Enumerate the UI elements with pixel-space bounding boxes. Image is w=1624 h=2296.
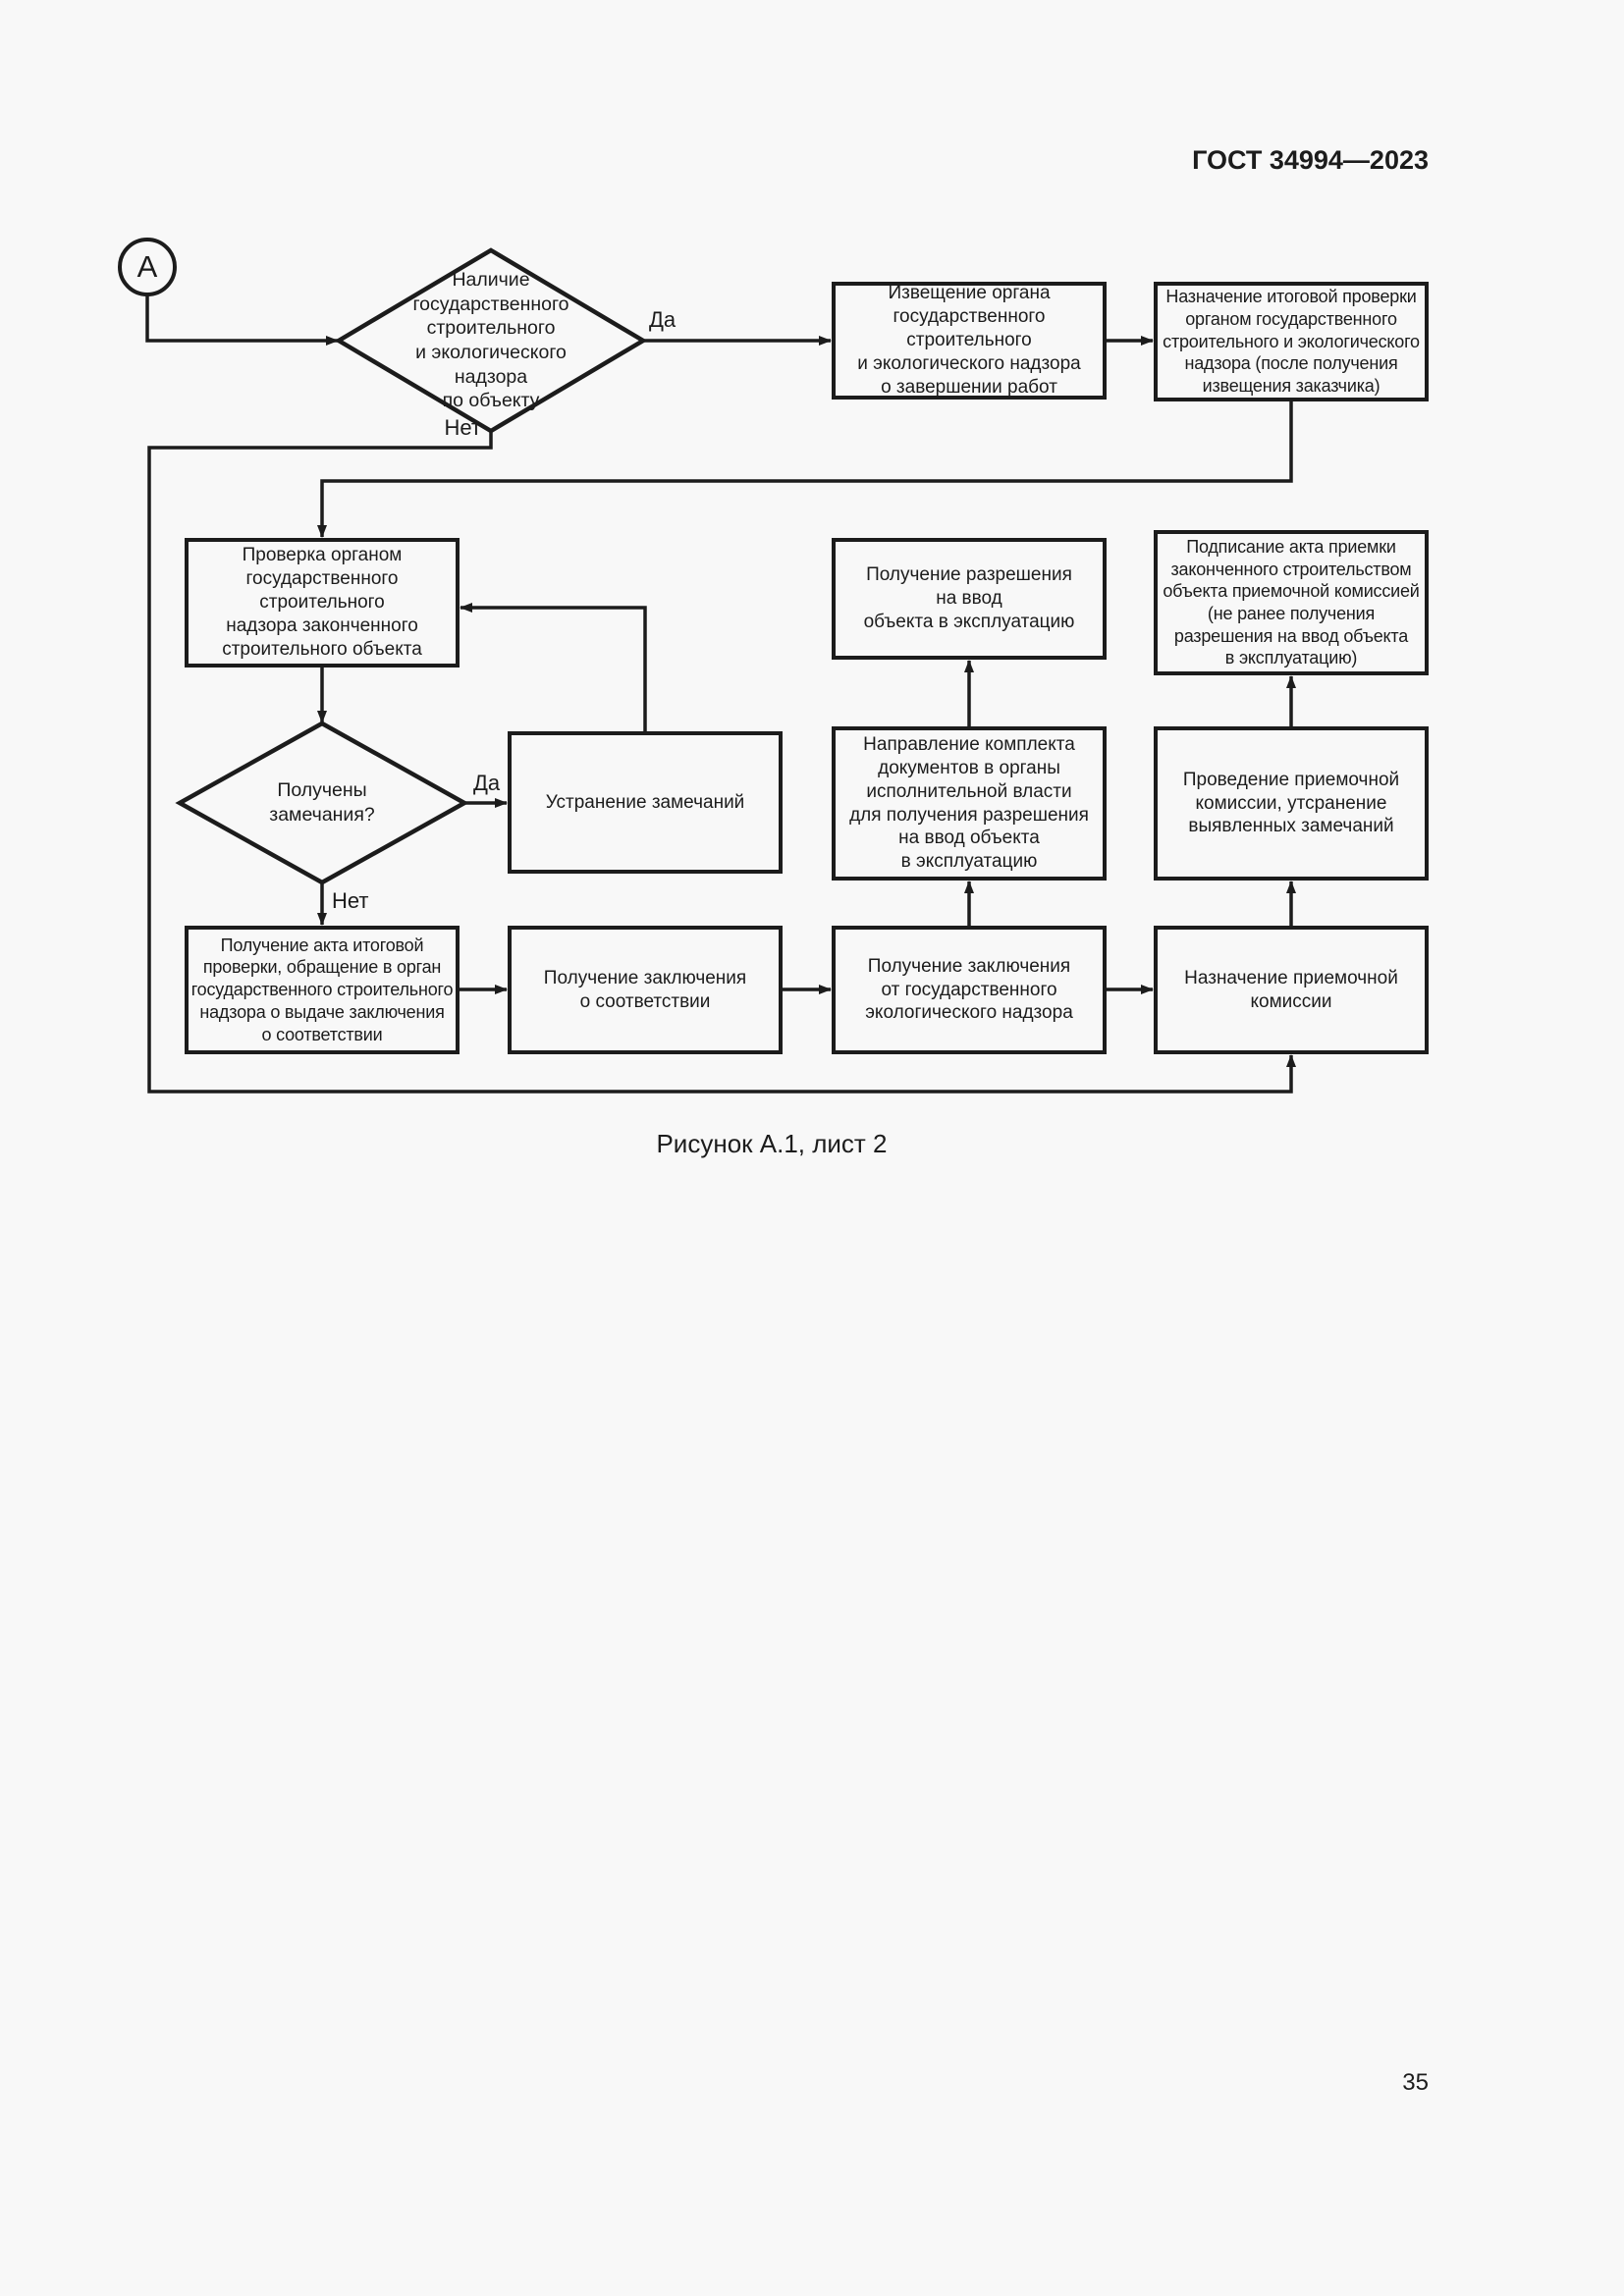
connector-remarks-elimination-to-supervision-check <box>460 603 647 731</box>
connector-start-to-decision1 <box>145 294 339 346</box>
box-acceptance-commission-appointment: Назначение приемочной комиссии <box>1154 926 1429 1054</box>
decision1-no-label: Нет <box>444 415 481 440</box>
decision-remarks-received-label: Получены замечания? <box>269 779 375 826</box>
start-connector-label: А <box>136 249 158 284</box>
connector-decision1-no-to-commission-appointment <box>147 431 1296 1094</box>
box-ecological-conclusion: Получение заключения от государственного… <box>832 926 1107 1054</box>
page-header: ГОСТ 34994—2023 <box>1192 145 1429 175</box>
figure-caption: Рисунок А.1, лист 2 <box>656 1129 888 1158</box>
decision2-no-label: Нет <box>332 888 369 913</box>
page-number: 35 <box>1402 2069 1429 2096</box>
box-supervision-check: Проверка органом государственного строит… <box>185 538 460 667</box>
box-remarks-elimination: Устранение замечаний <box>508 731 783 874</box>
box-acceptance-act-signing: Подписание акта приемки законченного стр… <box>1154 530 1429 675</box>
decision-supervision-presence-label: Наличие государственного строительного и… <box>412 269 569 412</box>
box-acceptance-commission-conduct: Проведение приемочной комиссии, утсранен… <box>1154 726 1429 881</box>
box-final-inspection-appointment: Назначение итоговой проверки органом гос… <box>1154 282 1429 401</box>
box-documents-submission: Направление комплекта документов в орган… <box>832 726 1107 881</box>
box-commissioning-permit: Получение разрешения на ввод объекта в э… <box>832 538 1107 660</box>
decision2-yes-label: Да <box>473 771 501 795</box>
box-final-inspection-act: Получение акта итоговой проверки, обраще… <box>185 926 460 1054</box>
box-notify-completion: Извещение органа государственного строит… <box>832 282 1107 400</box>
box-conformity-conclusion: Получение заключения о соответствии <box>508 926 783 1054</box>
connector-final-inspection-to-supervision-check <box>317 401 1293 538</box>
decision1-yes-label: Да <box>649 307 677 332</box>
